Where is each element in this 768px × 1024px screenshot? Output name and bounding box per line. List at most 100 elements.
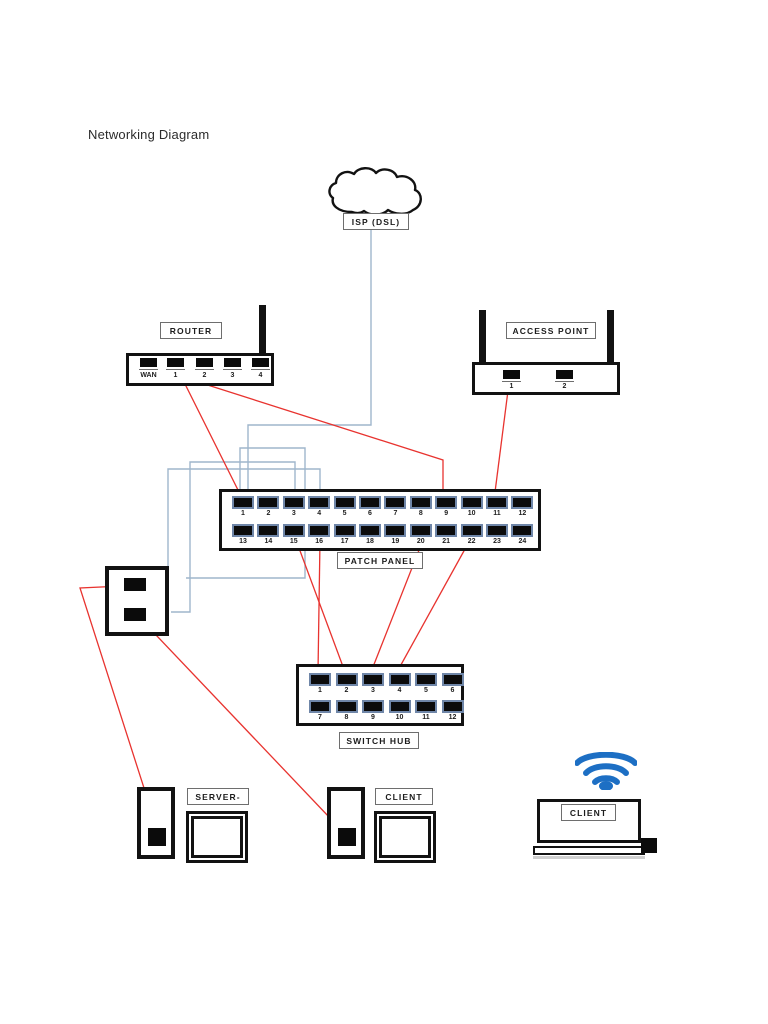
client-desktop-monitor-screen: [379, 816, 431, 858]
switch-hub-port-6[interactable]: [441, 673, 464, 686]
patch-panel-port-9-number: 9: [444, 510, 449, 517]
patch-panel-port-13[interactable]: [232, 524, 254, 537]
patch-panel-port-12[interactable]: [511, 496, 534, 509]
client-laptop-shadow: [533, 856, 645, 859]
cable-patch-16-to-switch-1: [317, 539, 321, 673]
router-port-2-number: 2: [202, 372, 207, 379]
cable-router-wan-to-patch-9: [147, 365, 444, 500]
patch-panel-label: PATCH PANEL: [337, 552, 423, 569]
switch-hub-port-7-number: 7: [318, 714, 322, 721]
router-port-wan[interactable]: [140, 358, 157, 367]
patch-panel-port-7[interactable]: [384, 496, 407, 509]
client-desktop-tower: [327, 787, 365, 859]
wall-plate-jack-1[interactable]: [124, 578, 146, 591]
router-port-4-underline: [251, 369, 270, 370]
client-desktop-port[interactable]: [338, 828, 356, 846]
client-laptop-adapter[interactable]: [641, 838, 657, 853]
switch-hub-port-4-number: 4: [397, 687, 402, 694]
patch-panel-port-3-number: 3: [291, 510, 296, 517]
switch-hub-port-2[interactable]: [335, 673, 358, 686]
switch-hub-port-11[interactable]: [415, 700, 437, 713]
patch-panel-port-8-number: 8: [418, 510, 423, 517]
switch-hub-port-11-number: 11: [422, 714, 430, 721]
patch-panel-port-17-number: 17: [340, 538, 349, 545]
switch-hub-port-10[interactable]: [388, 700, 411, 713]
patch-panel-port-20-number: 20: [416, 538, 425, 545]
patch-panel-port-10-number: 10: [467, 510, 476, 517]
access-point-chassis: [472, 362, 620, 395]
switch-hub-port-4[interactable]: [388, 673, 411, 686]
patch-panel-port-10[interactable]: [460, 496, 483, 509]
patch-panel-port-1[interactable]: [232, 496, 254, 509]
wifi-icon: [574, 751, 638, 791]
patch-panel-port-22[interactable]: [460, 524, 483, 537]
patch-panel-port-1-number: 1: [241, 510, 245, 517]
patch-panel-port-9[interactable]: [435, 496, 458, 509]
switch-hub-port-5[interactable]: [415, 673, 437, 686]
server-monitor-screen: [191, 816, 243, 858]
patch-panel-port-23[interactable]: [486, 524, 508, 537]
patch-panel-port-14[interactable]: [257, 524, 280, 537]
router-label: ROUTER: [160, 322, 222, 339]
switch-hub-port-8[interactable]: [335, 700, 358, 713]
patch-panel-port-14-number: 14: [264, 538, 273, 545]
isp-label: ISP (DSL): [343, 213, 409, 230]
router-port-4[interactable]: [252, 358, 269, 367]
patch-panel-port-15-number: 15: [289, 538, 298, 545]
access-point-antenna-right: [607, 310, 614, 365]
wall-plate: [105, 566, 169, 636]
patch-panel-port-17[interactable]: [333, 524, 356, 537]
patch-panel-port-23-number: 23: [493, 538, 501, 545]
patch-panel-port-24[interactable]: [511, 524, 534, 537]
patch-panel-port-4[interactable]: [308, 496, 331, 509]
switch-hub-port-12-number: 12: [448, 714, 457, 721]
access-point-port-1[interactable]: [503, 370, 520, 379]
patch-panel-port-5[interactable]: [333, 496, 356, 509]
patch-panel-port-18-number: 18: [366, 538, 374, 545]
server-label: SERVER-: [187, 788, 249, 805]
server-port[interactable]: [148, 828, 166, 846]
router-port-wan-number: WAN: [140, 372, 157, 379]
access-point-port-2-number: 2: [562, 383, 567, 390]
router-port-3[interactable]: [224, 358, 241, 367]
router-antenna: [259, 305, 266, 367]
switch-hub-label: SWITCH HUB: [339, 732, 419, 749]
patch-panel-port-15[interactable]: [282, 524, 305, 537]
patch-panel-port-20[interactable]: [409, 524, 432, 537]
patch-panel-port-16[interactable]: [308, 524, 331, 537]
patch-panel-port-3[interactable]: [282, 496, 305, 509]
switch-hub-port-1[interactable]: [309, 673, 331, 686]
patch-panel-port-19[interactable]: [384, 524, 407, 537]
switch-hub-port-5-number: 5: [424, 687, 428, 694]
patch-panel-port-19-number: 19: [391, 538, 400, 545]
access-point-port-2[interactable]: [556, 370, 573, 379]
patch-panel-port-16-number: 16: [315, 538, 324, 545]
switch-hub-port-7[interactable]: [309, 700, 331, 713]
cloud-icon: [322, 166, 430, 218]
patch-panel-port-21[interactable]: [435, 524, 458, 537]
patch-panel-port-11[interactable]: [486, 496, 508, 509]
switch-hub-port-8-number: 8: [344, 714, 349, 721]
wall-plate-jack-2[interactable]: [124, 608, 146, 621]
client-laptop-label: CLIENT: [561, 804, 616, 821]
router-port-1-number: 1: [173, 372, 178, 379]
patch-panel-port-21-number: 21: [442, 538, 451, 545]
patch-panel-port-22-number: 22: [467, 538, 476, 545]
switch-hub-port-3[interactable]: [362, 673, 384, 686]
patch-panel-port-2[interactable]: [257, 496, 280, 509]
switch-hub-port-12[interactable]: [441, 700, 464, 713]
patch-panel-port-18[interactable]: [359, 524, 381, 537]
switch-hub-port-6-number: 6: [450, 687, 455, 694]
patch-panel-port-8[interactable]: [409, 496, 432, 509]
patch-panel-port-12-number: 12: [518, 510, 527, 517]
patch-panel-port-6[interactable]: [359, 496, 381, 509]
patch-panel-port-13-number: 13: [239, 538, 247, 545]
page-title: Networking Diagram: [88, 127, 210, 142]
router-port-1[interactable]: [167, 358, 184, 367]
router-port-4-number: 4: [258, 372, 263, 379]
access-point-port-2-underline: [555, 381, 574, 382]
server-tower: [137, 787, 175, 859]
switch-hub-port-9[interactable]: [362, 700, 384, 713]
router-port-2[interactable]: [196, 358, 213, 367]
